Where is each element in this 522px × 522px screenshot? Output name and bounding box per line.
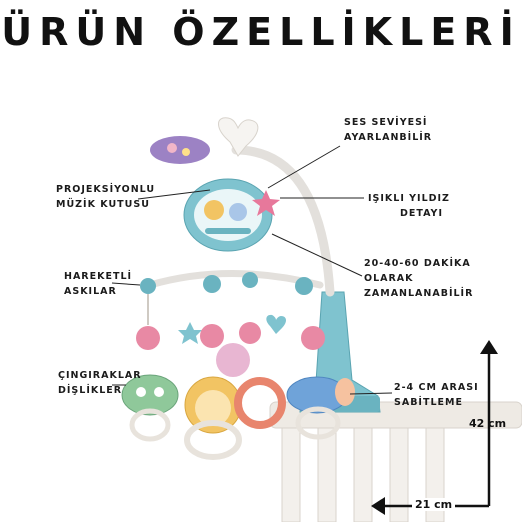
page-title: ÜRÜN ÖZELLİKLERİ (1, 10, 521, 54)
label-rattles-teethers: ÇINGIRAKLAR DİŞLİKLER (58, 370, 142, 396)
label-projector-music-box: PROJEKSİYONLU MÜZİK KUTUSU (56, 184, 156, 210)
label-clamp-range: 2-4 CM ARASI SABİTLEME (394, 382, 479, 408)
height-dimension: 42 cm (469, 417, 507, 430)
label-moving-hangers: HAREKETLİ ASKILAR (64, 271, 133, 297)
width-dimension: 21 cm (412, 498, 456, 511)
projection-image (150, 136, 210, 164)
leader-lines (111, 145, 393, 395)
hanging-toys (136, 294, 325, 377)
music-box (183, 178, 273, 252)
label-volume-adjustable: SES SEVİYESİ AYARLANBİLİR (344, 117, 433, 143)
rattle-toys (121, 374, 355, 460)
heart-topper (218, 117, 259, 157)
label-timer: 20-40-60 DAKİKA OLARAK ZAMANLANABİLİR (364, 258, 474, 299)
star-light (252, 190, 280, 216)
label-lighted-star: IŞIKLI YILDIZ DETAYI (368, 193, 450, 219)
height-arrow (480, 340, 498, 506)
hanger-bar (140, 270, 324, 295)
